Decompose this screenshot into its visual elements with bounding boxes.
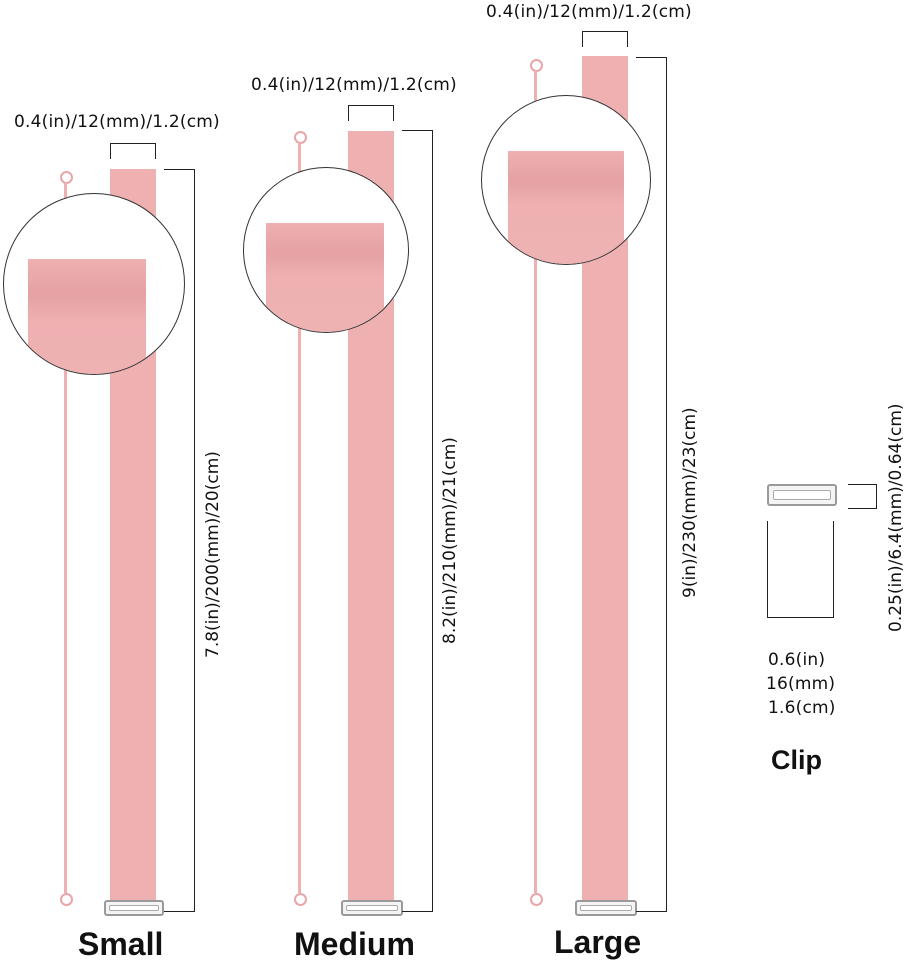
medium-width-bracket-right	[393, 105, 394, 121]
small-length-dimension: 7.8(in)/200(mm)/20(cm)	[203, 451, 223, 658]
large-length-tick-top	[636, 57, 666, 58]
medium-cord-ring-bottom	[294, 893, 307, 906]
medium-buckle	[341, 900, 403, 916]
small-width-bracket	[110, 143, 156, 144]
large-length-line	[666, 57, 667, 912]
small-width-dimension: 0.4(in)/12(mm)/1.2(cm)	[14, 112, 220, 132]
small-cord	[64, 183, 67, 893]
large-width-bracket-left	[582, 31, 583, 47]
clip-width-bracket	[767, 617, 834, 618]
clip-icon	[767, 484, 837, 506]
small-length-tick-bottom	[164, 911, 194, 912]
clip-height-line	[876, 484, 877, 509]
small-label: Small	[78, 926, 164, 962]
small-cord-ring-bottom	[60, 893, 73, 906]
medium-width-bracket-left	[348, 105, 349, 121]
medium-length-tick-top	[402, 130, 432, 131]
large-cord-ring-bottom	[530, 893, 543, 906]
small-buckle	[104, 900, 164, 916]
large-length-tick-bottom	[636, 911, 666, 912]
small-width-bracket-left	[110, 143, 111, 159]
clip-label: Clip	[771, 745, 822, 775]
clip-width-cm: 1.6(cm)	[768, 698, 836, 718]
clip-width-in: 0.6(in)	[768, 650, 826, 670]
clip-height-tick-bottom	[848, 508, 876, 509]
large-length-dimension: 9(in)/230(mm)/23(cm)	[680, 407, 700, 598]
clip-width-bracket-right	[833, 521, 834, 617]
large-width-bracket	[582, 31, 628, 32]
large-label: Large	[554, 924, 642, 960]
small-zoom-circle	[3, 193, 185, 375]
large-width-bracket-right	[627, 31, 628, 47]
medium-zoom-circle	[243, 167, 409, 333]
medium-length-tick-bottom	[402, 911, 432, 912]
medium-label: Medium	[294, 926, 415, 962]
small-width-bracket-right	[155, 143, 156, 159]
medium-width-dimension: 0.4(in)/12(mm)/1.2(cm)	[251, 75, 457, 95]
large-zoom-circle	[481, 95, 651, 265]
large-buckle	[575, 900, 637, 916]
large-cord	[534, 71, 537, 893]
clip-width-mm: 16(mm)	[766, 674, 836, 694]
clip-height-tick-top	[848, 484, 876, 485]
large-width-dimension: 0.4(in)/12(mm)/1.2(cm)	[486, 2, 692, 22]
clip-width-bracket-left	[767, 521, 768, 617]
medium-length-dimension: 8.2(in)/210(mm)/21(cm)	[440, 437, 460, 644]
medium-cord	[298, 143, 301, 893]
medium-width-bracket	[348, 105, 394, 106]
small-length-line	[194, 169, 195, 912]
small-length-tick-top	[164, 169, 194, 170]
medium-length-line	[432, 130, 433, 912]
clip-height-dimension: 0.25(in)/6.4(mm)/0.64(cm)	[886, 403, 906, 632]
